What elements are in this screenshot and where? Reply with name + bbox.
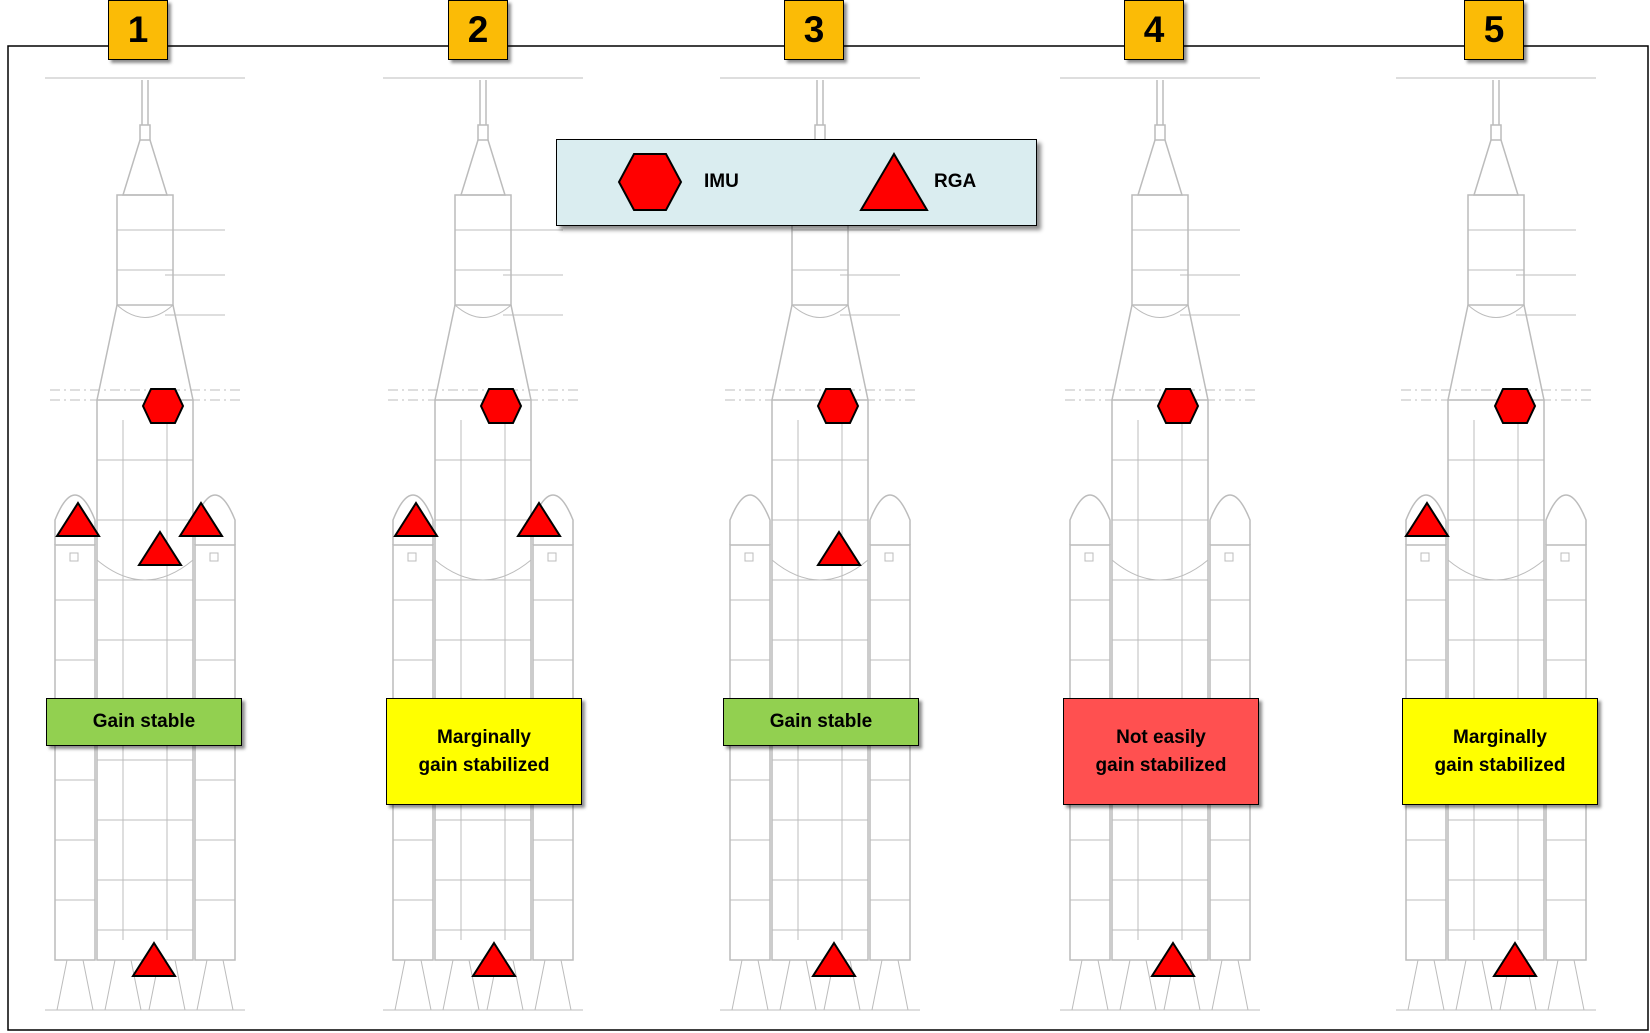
config-4-number: 4 bbox=[1144, 9, 1165, 51]
config-3-number-box: 3 bbox=[784, 0, 844, 60]
imu-marker-icon bbox=[1158, 389, 1198, 423]
config-4-status-badge: Not easily gain stabilized bbox=[1063, 698, 1259, 805]
rga-marker-icon bbox=[395, 503, 437, 536]
rga-marker-icon bbox=[139, 532, 181, 565]
config-1-number-box: 1 bbox=[108, 0, 168, 60]
rga-marker-icon bbox=[57, 503, 99, 536]
imu-marker-icon bbox=[143, 389, 183, 423]
rocket-drawing bbox=[45, 78, 245, 1010]
imu-hexagon-icon bbox=[617, 152, 683, 212]
rocket-drawing bbox=[1060, 78, 1260, 1010]
legend-imu-label: IMU bbox=[704, 140, 739, 224]
config-3-number: 3 bbox=[804, 9, 825, 51]
rga-marker-icon bbox=[818, 532, 860, 565]
config-2-number-box: 2 bbox=[448, 0, 508, 60]
config-4-number-box: 4 bbox=[1124, 0, 1184, 60]
config-5-number-box: 5 bbox=[1464, 0, 1524, 60]
config-1-status: Gain stable bbox=[93, 708, 195, 736]
config-5-status-badge: Marginally gain stabilized bbox=[1402, 698, 1598, 805]
imu-marker-icon bbox=[818, 389, 858, 423]
config-2-status: Marginally gain stabilized bbox=[417, 724, 551, 780]
legend-rga-label: RGA bbox=[934, 140, 976, 224]
rga-triangle-icon bbox=[859, 152, 929, 212]
config-3-status: Gain stable bbox=[770, 708, 872, 736]
config-5-status: Marginally gain stabilized bbox=[1433, 724, 1567, 780]
config-2-status-badge: Marginally gain stabilized bbox=[386, 698, 582, 805]
imu-marker-icon bbox=[481, 389, 521, 423]
legend: IMU RGA bbox=[556, 139, 1037, 226]
config-2-number: 2 bbox=[468, 9, 489, 51]
rocket-drawing bbox=[383, 78, 583, 1010]
config-5-number: 5 bbox=[1484, 9, 1505, 51]
rocket-drawing bbox=[1396, 78, 1596, 1010]
sensor-markers bbox=[57, 389, 1536, 976]
config-1-status-badge: Gain stable bbox=[46, 698, 242, 746]
config-3-status-badge: Gain stable bbox=[723, 698, 919, 746]
imu-marker-icon bbox=[1495, 389, 1535, 423]
config-1-number: 1 bbox=[128, 9, 149, 51]
config-4-status: Not easily gain stabilized bbox=[1094, 724, 1228, 780]
